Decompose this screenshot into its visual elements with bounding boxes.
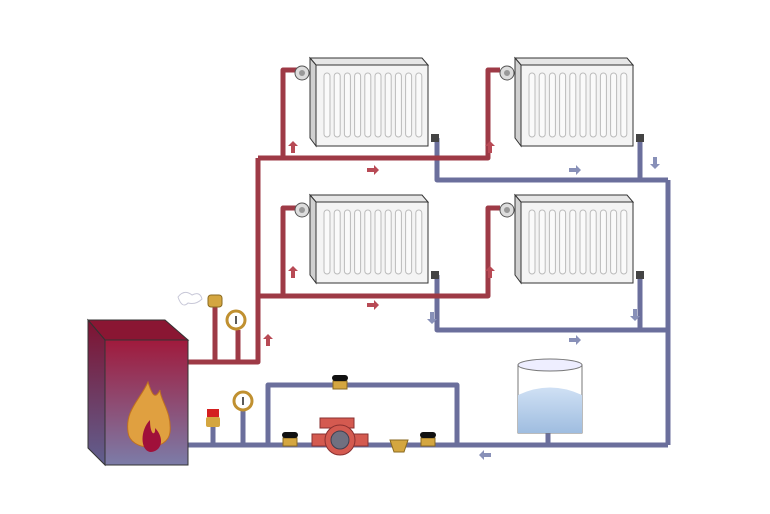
radiator-icon (294, 56, 439, 148)
safety-valve-icon (206, 409, 220, 427)
thermostatic-valve-icon[interactable] (294, 202, 310, 218)
return-valve-icon[interactable] (431, 134, 439, 142)
return-valve-icon[interactable] (431, 271, 439, 279)
return-valve-icon[interactable] (636, 134, 644, 142)
pump-icon (311, 417, 369, 456)
thermostatic-valve-icon[interactable] (499, 65, 515, 81)
supply-upper-left (280, 67, 298, 158)
flow-arrow-icon (479, 450, 491, 460)
boiler-icon (86, 318, 190, 467)
radiator-icon (294, 193, 439, 285)
supply-upper (258, 67, 500, 161)
radiator-icon (499, 193, 644, 285)
radiator-icon (499, 56, 644, 148)
return-valve-icon[interactable] (636, 271, 644, 279)
flow-arrow-icon (569, 335, 581, 345)
flow-arrow-icon (427, 312, 437, 324)
flow-arrow-icon (485, 141, 495, 153)
flow-arrow-icon (650, 157, 660, 169)
flow-arrow-icon (367, 165, 379, 175)
return-pipe-lower (434, 275, 668, 333)
thermostatic-valve-icon[interactable] (499, 202, 515, 218)
valve-icon[interactable] (332, 375, 348, 390)
flow-arrow-icon (630, 309, 640, 321)
filter-icon (389, 439, 409, 453)
supply-lower-left (280, 205, 298, 296)
valve-icon[interactable] (282, 432, 298, 447)
flame-icon (127, 380, 171, 452)
flow-arrow-icon (367, 300, 379, 310)
valve-icon[interactable] (420, 432, 436, 447)
flow-arrow-icon (263, 334, 273, 346)
thermostatic-valve-icon[interactable] (294, 65, 310, 81)
return-pipe-upper (434, 138, 668, 183)
bypass-loop (265, 382, 460, 445)
flow-arrow-icon (288, 266, 298, 278)
supply-lower (258, 205, 500, 299)
flow-arrow-icon (485, 266, 495, 278)
pressure-gauge-icon (232, 390, 254, 412)
supply-outlet (188, 158, 261, 365)
pressure-gauge-icon (225, 309, 247, 331)
supply-pipes (188, 67, 500, 365)
expansion-tank-icon (517, 358, 583, 434)
flow-arrow-icon (569, 165, 581, 175)
air-vent-icon (177, 291, 223, 308)
flow-arrow-icon (288, 141, 298, 153)
